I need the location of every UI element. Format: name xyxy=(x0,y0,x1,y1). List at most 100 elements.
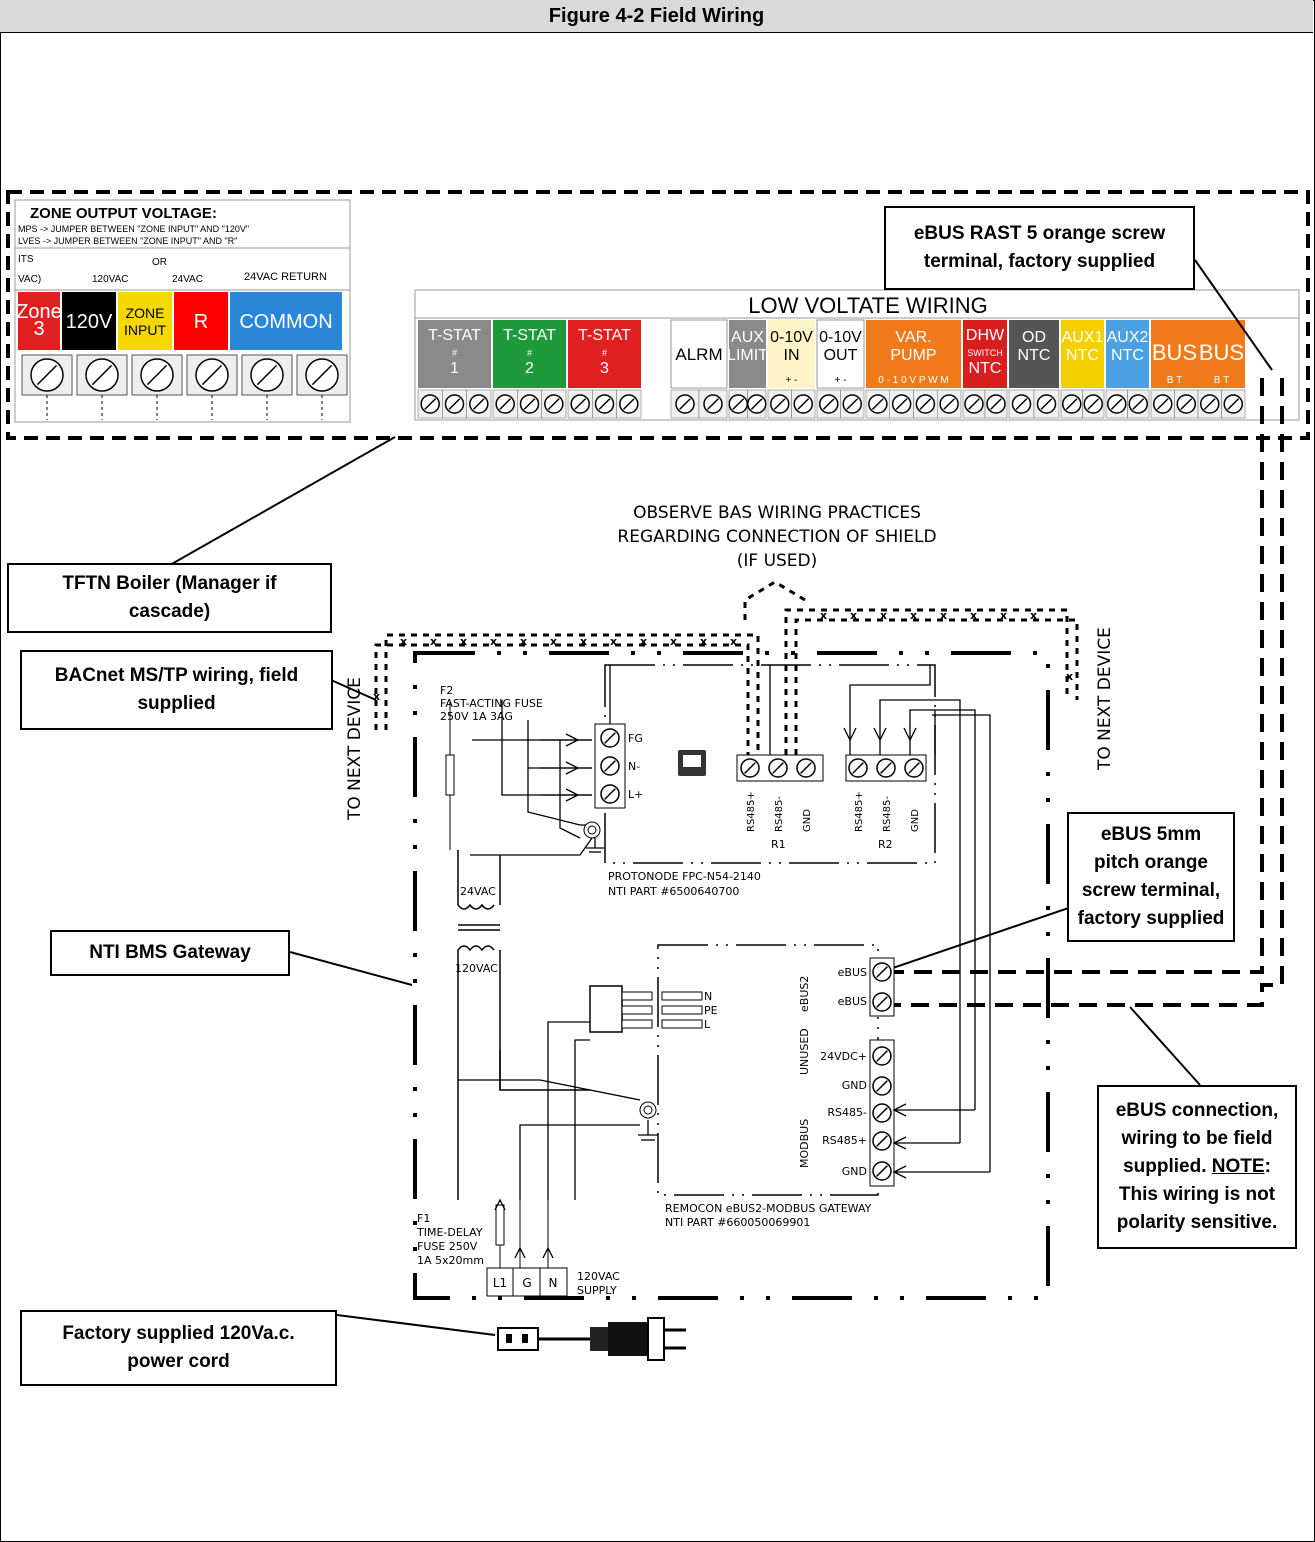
lv-terminal-label: AUX1 xyxy=(1062,329,1104,346)
callout-power-line2: power cord xyxy=(127,1351,230,1372)
observe-note: OBSERVE BAS WIRING PRACTICES REGARDING C… xyxy=(617,503,936,571)
x-mark: x xyxy=(373,690,380,703)
lv-terminal-label: LIMIT xyxy=(727,347,768,364)
lv-screw-icon xyxy=(1011,394,1032,414)
plug-pe-label: PE xyxy=(704,1004,718,1017)
callout-ebusconn-line1: eBUS connection, xyxy=(1115,1100,1279,1121)
zone-or: OR xyxy=(152,257,167,268)
lv-screw-icon xyxy=(891,394,912,414)
lv-terminal-label: 0-10V xyxy=(770,329,813,346)
lv-terminal-label: DHW xyxy=(966,327,1005,344)
ebus-field-wires xyxy=(887,378,1284,1007)
r2-pin-label: GND xyxy=(910,809,921,832)
v24-label: 24VAC xyxy=(460,885,496,898)
callout-ebusconn-line4: This wiring is not xyxy=(1118,1184,1276,1205)
lv-screw-icon xyxy=(1036,394,1057,414)
x-mark: x xyxy=(1066,670,1073,683)
lv-screw-icon xyxy=(619,394,639,414)
lv-screw-icon xyxy=(444,394,465,414)
callout-power-line1: Factory supplied 120Va.c. xyxy=(62,1323,295,1344)
lv-screw-icon xyxy=(544,394,564,414)
n-minus-label: N- xyxy=(628,760,640,773)
f1-label: F1 xyxy=(417,1212,430,1225)
gateway-screw-icon xyxy=(872,992,892,1012)
fuse-f1: F1 TIME-DELAY FUSE 250V 1A 5x20mm xyxy=(416,1204,505,1268)
x-mark: x xyxy=(730,635,737,648)
r1-pin-label: RS485+ xyxy=(746,791,757,832)
lv-terminal: T-STAT#2 xyxy=(492,320,567,419)
fg-label: FG xyxy=(628,732,643,745)
lv-screw-icon xyxy=(703,394,723,414)
x-mark: x xyxy=(1000,609,1007,622)
zone-header-title: ZONE OUTPUT VOLTAGE: xyxy=(30,205,217,222)
v120-label: 120VAC xyxy=(455,962,498,975)
lv-terminal-label: T-STAT xyxy=(428,327,481,344)
gateway-screw-icon xyxy=(872,1103,892,1123)
r1-screw-icon xyxy=(740,758,760,778)
callout-tftn-line1: TFTN Boiler (Manager if xyxy=(62,573,277,594)
gnd-a-label: GND xyxy=(842,1079,867,1092)
x-mark: x xyxy=(400,635,407,648)
lv-terminal-label: AUX2 xyxy=(1107,329,1149,346)
callout-ebusconn-line5: polarity sensitive. xyxy=(1116,1212,1278,1233)
r2-label: R2 xyxy=(878,838,893,851)
callout-gateway: NTI BMS Gateway xyxy=(50,930,290,976)
callout-ebus5-line3: screw terminal, xyxy=(1081,880,1221,901)
r1-screw-icon xyxy=(796,758,816,778)
to-next-device-left: TO NEXT DEVICE xyxy=(345,677,365,821)
l-plus-label: L+ xyxy=(628,788,643,801)
callout-bacnet-line2: supplied xyxy=(137,693,216,714)
bacnet-wires xyxy=(374,580,1079,755)
lv-screw-icon xyxy=(964,394,984,414)
zone-screw-icon xyxy=(195,358,229,392)
r2-screw-icon xyxy=(848,758,868,778)
f2-label: F2 xyxy=(440,684,453,697)
r2-pin-label: RS485+ xyxy=(854,791,865,832)
fuse-f2: F2 FAST-ACTING FUSE 250V 1A 3AG xyxy=(440,684,543,850)
gateway-enclosure xyxy=(413,651,1050,1300)
zone-terminal-label: INPUT xyxy=(124,322,166,338)
lv-screw-icon xyxy=(728,394,748,414)
gateway-screw-icon xyxy=(872,1131,892,1151)
x-mark: x xyxy=(850,609,857,622)
f1-desc2: FUSE 250V xyxy=(417,1240,478,1253)
lv-terminal-label: ALRM xyxy=(675,345,722,364)
zone-terminal-label: 3 xyxy=(33,318,44,340)
lv-terminal-label: OD xyxy=(1022,329,1046,346)
lv-screw-icon xyxy=(986,394,1006,414)
lv-screw-icon xyxy=(868,394,888,414)
x-mark: x xyxy=(490,635,497,648)
x-mark: x xyxy=(610,635,617,648)
lv-terminal-label: T-STAT xyxy=(578,327,631,344)
plug-n-label: N xyxy=(704,990,712,1003)
lv-terminal-label: # xyxy=(602,348,607,358)
supply-line1: 120VAC xyxy=(577,1270,620,1283)
lv-terminal-label: 1 xyxy=(450,360,459,377)
zone-terminal-label: COMMON xyxy=(239,311,332,333)
lv-terminal: T-STAT#3 xyxy=(567,320,642,419)
f2-desc2: 250V 1A 3AG xyxy=(440,710,513,723)
zone-header-line1: MPS -> JUMPER BETWEEN "ZONE INPUT" AND "… xyxy=(18,224,249,234)
low-voltage-section: LOW VOLTATE WIRING T-STAT#1T-STAT#2T-STA… xyxy=(414,289,1300,421)
lv-screw-icon xyxy=(747,394,767,414)
zone-screw-icon xyxy=(30,358,64,392)
zone-header-line2: LVES -> JUMPER BETWEEN "ZONE INPUT" AND … xyxy=(18,236,237,246)
x-mark: x xyxy=(880,609,887,622)
lv-terminal-label: OUT xyxy=(824,347,858,364)
v24dc-label: 24VDC+ xyxy=(820,1050,867,1063)
zone-terminal: R xyxy=(174,292,228,350)
zone-terminal-label: ZONE xyxy=(126,305,165,321)
ebus-a-label: eBUS xyxy=(838,966,867,979)
lv-terminal-sub: + - xyxy=(835,375,847,386)
observe-line3: (IF USED) xyxy=(737,551,818,571)
lv-terminal-label: 0-10V xyxy=(819,329,862,346)
